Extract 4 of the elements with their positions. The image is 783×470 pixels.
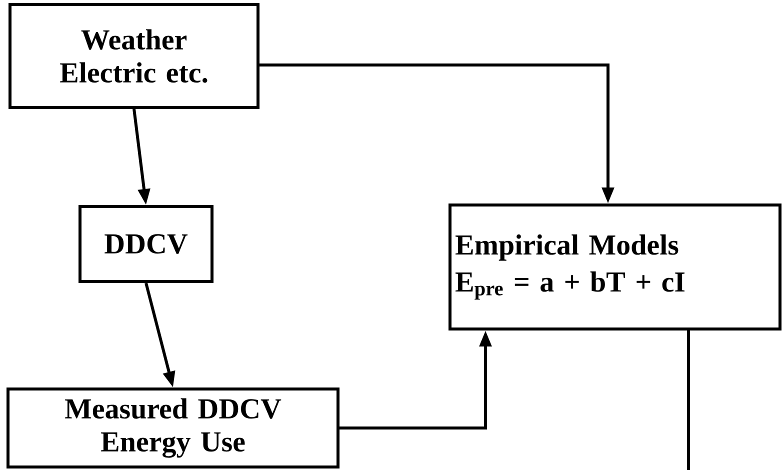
process-box: Measured DDCV Energy Use: [6, 388, 340, 468]
process-box: Weather Electric etc.: [8, 3, 260, 109]
process-box: DDCV: [78, 205, 214, 283]
model-box: Empirical Models E$_{pre}$ = a + bT + cI: [448, 204, 782, 330]
